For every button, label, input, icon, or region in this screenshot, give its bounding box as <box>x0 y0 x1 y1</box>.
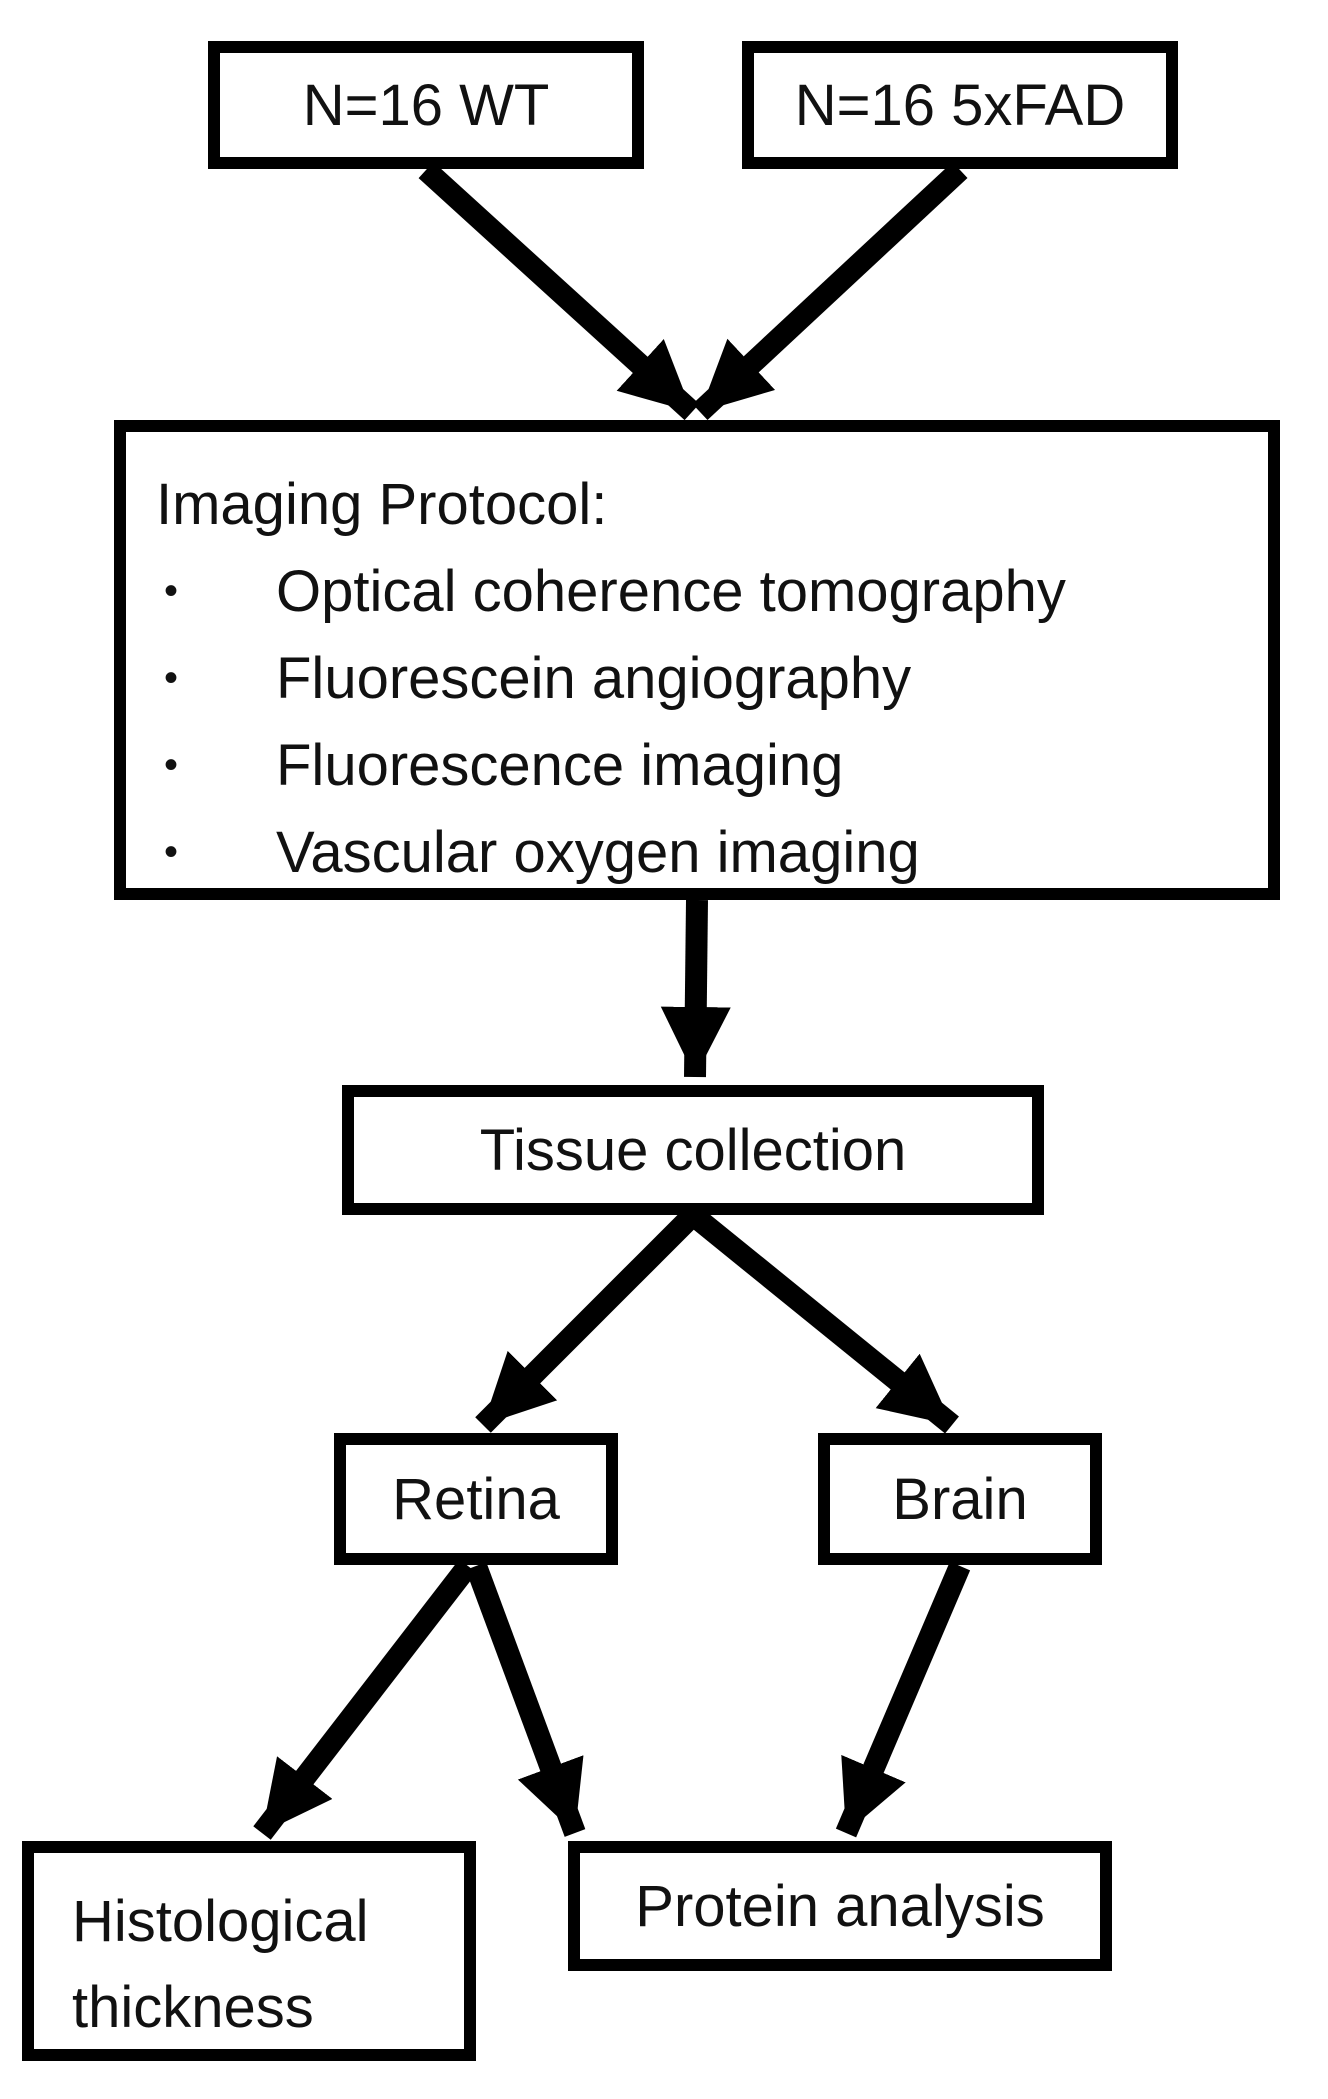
imaging-item-label: Vascular oxygen imaging <box>276 820 920 885</box>
bullet-icon: • <box>164 743 179 787</box>
list-item: • Optical coherence tomography <box>156 548 1268 635</box>
node-5xfad-label: N=16 5xFAD <box>794 72 1126 138</box>
arrow-retina-to-protein <box>465 1562 586 1837</box>
arrow-imaging-to-tissue <box>660 899 731 1078</box>
node-tissue-collection-label: Tissue collection <box>479 1117 907 1183</box>
bullet-icon: • <box>164 569 179 613</box>
node-protein-analysis: Protein analysis <box>568 1841 1112 1971</box>
node-5xfad: N=16 5xFAD <box>742 41 1178 169</box>
bullet-icon: • <box>164 656 179 700</box>
list-item: • Vascular oxygen imaging <box>156 809 1268 896</box>
node-histological-line1: Histological <box>72 1889 369 1954</box>
imaging-item-label: Fluorescence imaging <box>276 733 844 798</box>
bullet-icon: • <box>164 830 179 874</box>
arrow-retina-to-histo <box>253 1559 477 1840</box>
node-imaging-protocol: Imaging Protocol: • Optical coherence tom… <box>114 420 1280 900</box>
node-wt-label: N=16 WT <box>302 72 550 138</box>
imaging-item-label: Optical coherence tomography <box>276 559 1066 624</box>
node-brain: Brain <box>818 1433 1102 1565</box>
node-retina: Retina <box>334 1433 618 1565</box>
imaging-protocol-title: Imaging Protocol: <box>156 472 608 537</box>
node-retina-label: Retina <box>392 1466 560 1532</box>
arrow-tissue-to-retina <box>475 1207 701 1433</box>
arrow-fad-to-imaging <box>692 161 968 421</box>
imaging-item-label: Fluorescein angiography <box>276 646 912 711</box>
list-item: • Fluorescence imaging <box>156 722 1268 809</box>
arrow-wt-to-imaging <box>418 161 700 421</box>
list-item: • Fluorescein angiography <box>156 635 1268 722</box>
arrow-brain-to-protein <box>835 1561 971 1838</box>
node-brain-label: Brain <box>892 1466 1028 1532</box>
node-histological-line2: thickness <box>72 1975 314 2040</box>
imaging-protocol-list: • Optical coherence tomography • Fluoresce… <box>156 548 1268 896</box>
node-histological-thickness: Histological thickness <box>22 1841 476 2061</box>
arrow-tissue-to-brain <box>686 1206 959 1434</box>
node-tissue-collection: Tissue collection <box>342 1085 1044 1215</box>
node-wt: N=16 WT <box>208 41 644 169</box>
node-protein-analysis-label: Protein analysis <box>635 1873 1045 1939</box>
